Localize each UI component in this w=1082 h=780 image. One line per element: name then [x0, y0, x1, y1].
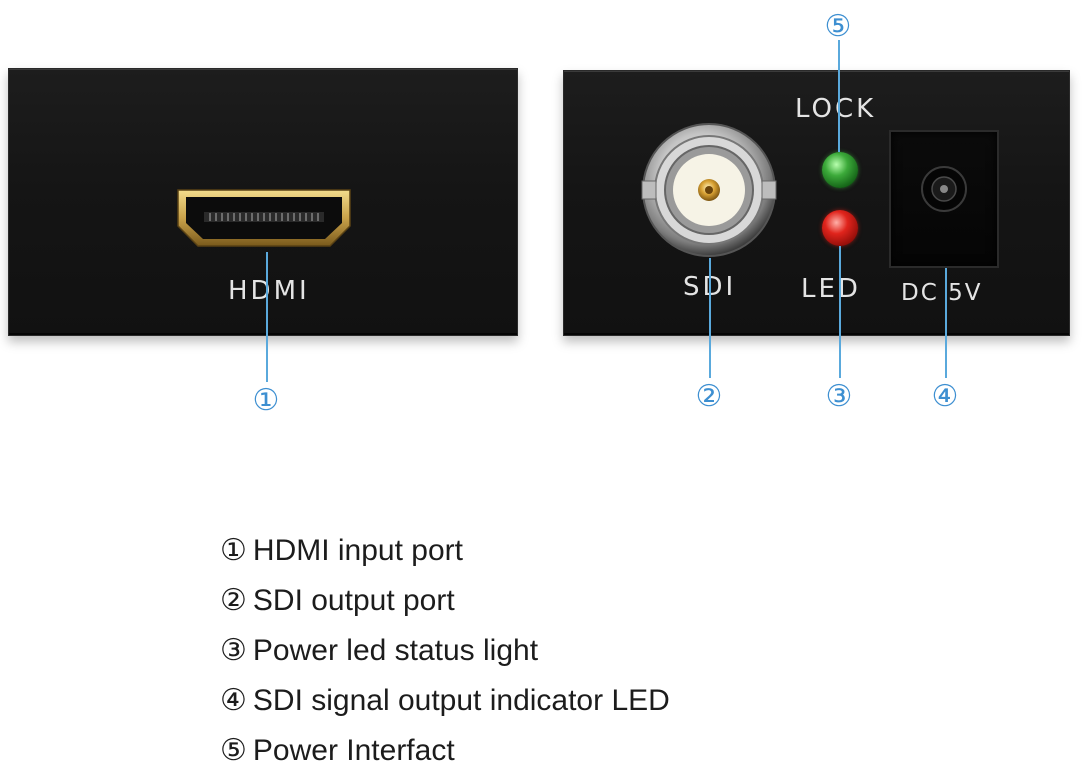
sdi-label: SDI: [683, 272, 737, 302]
dc-power-jack-icon: [889, 130, 999, 268]
callout-line-4: [945, 268, 947, 378]
legend-text: HDMI input port: [252, 534, 463, 567]
lock-led-green-icon: [822, 152, 858, 188]
legend-number: ③: [220, 633, 247, 668]
callout-line-2: [709, 258, 711, 378]
dc-5v-label: DC 5V: [901, 280, 983, 306]
callout-line-3: [839, 246, 841, 378]
callout-number-1: ①: [252, 383, 280, 418]
bnc-connector-icon: [641, 123, 777, 257]
legend-text: SDI output port: [252, 584, 455, 617]
callout-line-5: [838, 40, 840, 152]
legend-number: ④: [220, 683, 247, 718]
legend-number: ①: [220, 533, 247, 568]
legend-text: SDI signal output indicator LED: [252, 684, 670, 717]
legend-text: Power led status light: [252, 634, 539, 667]
hdmi-port-icon: [177, 189, 351, 247]
lock-label: LOCK: [795, 94, 877, 124]
callout-number-3: ③: [825, 379, 853, 414]
legend-number: ⑤: [220, 733, 247, 768]
dc-jack-socket-icon: [921, 166, 967, 212]
power-led-red-icon: [822, 210, 858, 246]
callout-number-2: ②: [695, 379, 723, 414]
callout-line-1: [266, 252, 268, 382]
hdmi-label: HDMI: [228, 276, 310, 306]
led-label: LED: [801, 274, 861, 304]
callout-number-4: ④: [931, 379, 959, 414]
legend-text: Power Interfact: [252, 734, 455, 767]
legend-number: ②: [220, 583, 247, 618]
callout-number-5: ⑤: [824, 9, 852, 44]
